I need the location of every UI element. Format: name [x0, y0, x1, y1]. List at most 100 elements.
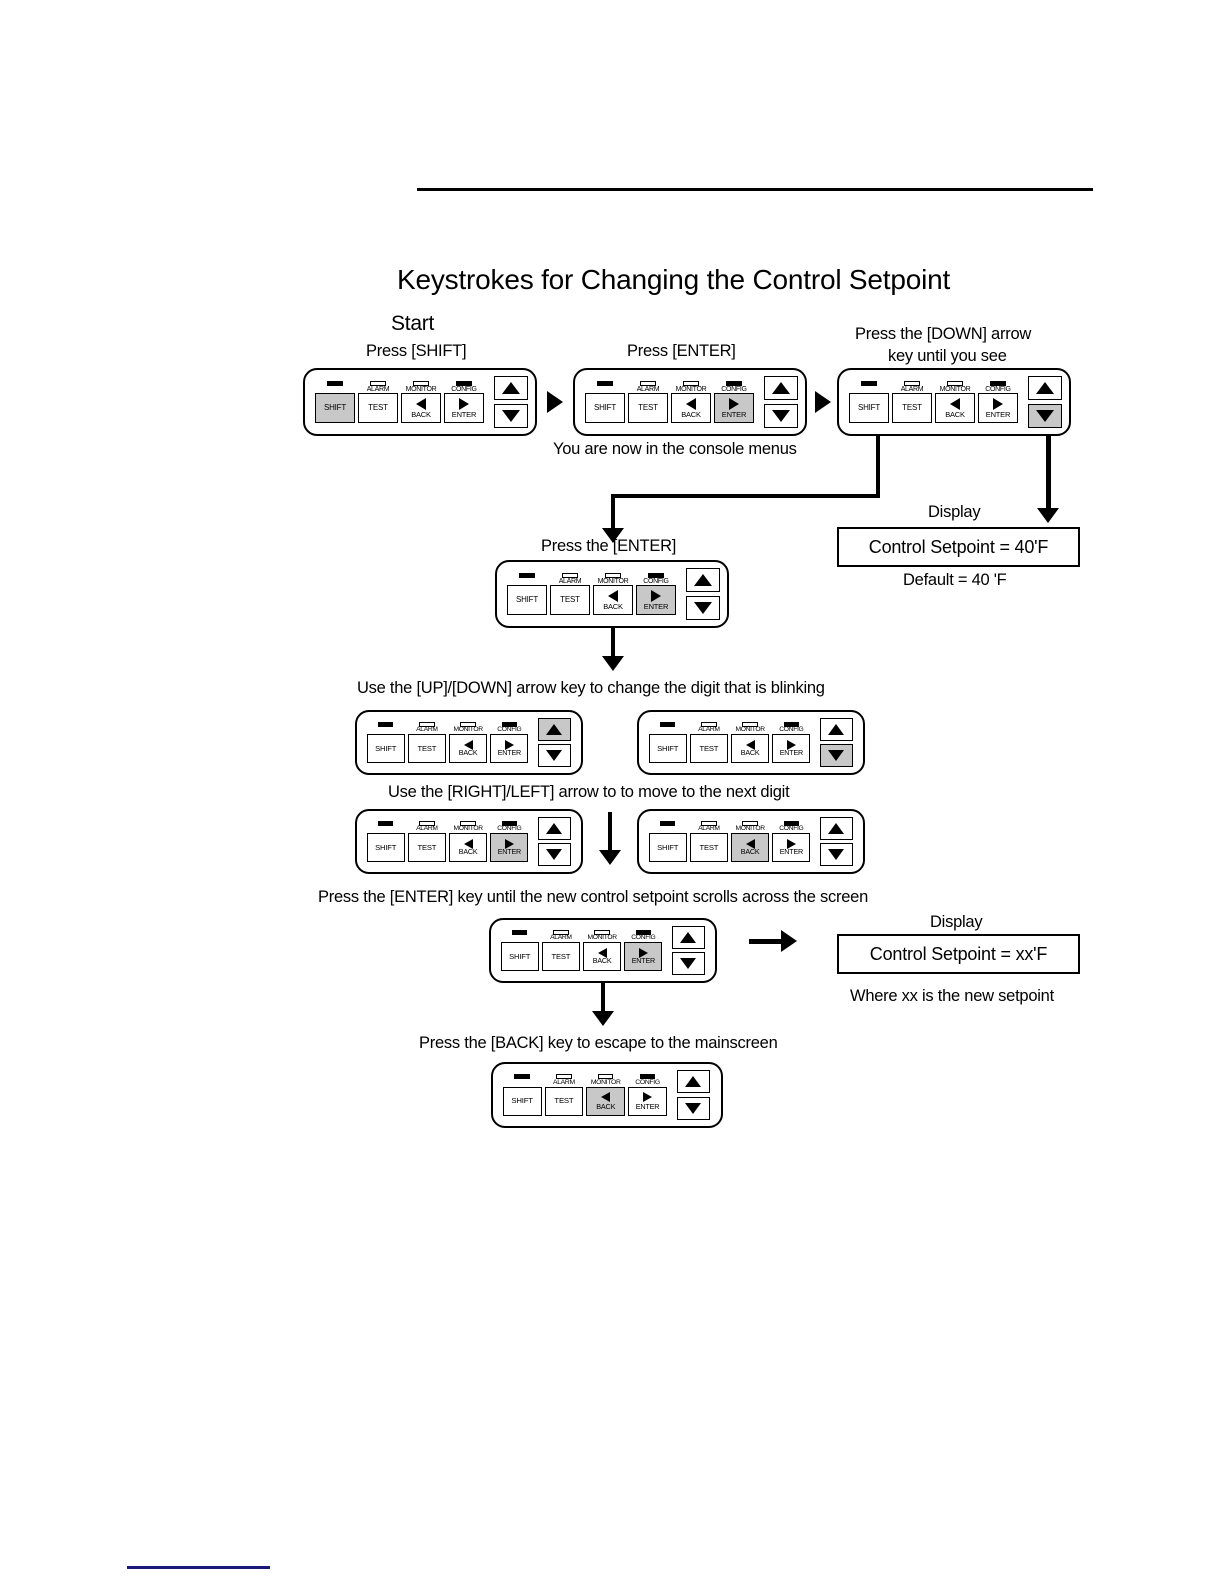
- right-triangle-icon: [643, 1092, 653, 1103]
- key-sublabel: BACK: [596, 1101, 616, 1111]
- key-arrow-down[interactable]: [686, 596, 720, 620]
- key-back[interactable]: BACK: [583, 942, 622, 971]
- key-test[interactable]: TEST: [628, 393, 668, 424]
- led-indicator-power: [660, 821, 676, 826]
- key-shift[interactable]: SHIFT: [315, 393, 355, 424]
- key-shift[interactable]: SHIFT: [366, 734, 405, 763]
- key-test[interactable]: TEST: [544, 1086, 584, 1116]
- key-arrow-down[interactable]: [494, 404, 528, 428]
- key-shift[interactable]: SHIFT: [507, 585, 547, 616]
- key-test[interactable]: TEST: [407, 734, 447, 763]
- key-enter[interactable]: ENTER: [636, 585, 676, 616]
- key-arrow-up[interactable]: [1028, 376, 1062, 400]
- key-arrow-down[interactable]: [538, 843, 571, 867]
- key-arrow-up[interactable]: [820, 816, 853, 840]
- key-back[interactable]: BACK: [593, 585, 633, 616]
- key-shift[interactable]: SHIFT: [585, 393, 625, 424]
- key-test[interactable]: TEST: [689, 833, 729, 862]
- led-indicator-monitor: [947, 380, 963, 386]
- led-indicator-config: [639, 1074, 656, 1080]
- keypad-back[interactable]: XSHIFTALARMTESTMONITORBACKCONFIGENTER: [491, 1062, 723, 1128]
- key-arrow-down[interactable]: [676, 1096, 710, 1121]
- key-shift[interactable]: SHIFT: [502, 1086, 542, 1116]
- keypad-right[interactable]: XSHIFTALARMTESTMONITORBACKCONFIGENTER: [355, 809, 583, 874]
- keypad-arrow-group: [764, 376, 798, 428]
- right-triangle-icon: [729, 398, 739, 411]
- header-rule: [417, 188, 1093, 191]
- keypad-shift[interactable]: XSHIFTALARMTESTMONITORBACKCONFIGENTER: [303, 368, 537, 436]
- key-shift[interactable]: SHIFT: [648, 734, 687, 763]
- keypad-cell: XSHIFT: [366, 821, 405, 862]
- key-test[interactable]: TEST: [689, 734, 729, 763]
- key-enter[interactable]: ENTER: [490, 833, 529, 862]
- key-arrow-down[interactable]: [538, 744, 571, 768]
- key-enter[interactable]: ENTER: [978, 393, 1018, 424]
- key-test[interactable]: TEST: [892, 393, 932, 424]
- keypad-down-2[interactable]: XSHIFTALARMTESTMONITORBACKCONFIGENTER: [637, 710, 865, 775]
- key-arrow-down[interactable]: [820, 744, 853, 768]
- led-label: ALARM: [558, 578, 582, 586]
- keypad-left[interactable]: XSHIFTALARMTESTMONITORBACKCONFIGENTER: [637, 809, 865, 874]
- key-arrow-up[interactable]: [764, 376, 798, 400]
- key-shift[interactable]: SHIFT: [648, 833, 687, 862]
- key-arrow-down[interactable]: [764, 404, 798, 428]
- keypad-arrow-group: [672, 925, 705, 976]
- key-arrow-up[interactable]: [494, 376, 528, 400]
- keypad-inner: XSHIFTALARMTESTMONITORBACKCONFIGENTER: [639, 811, 863, 872]
- key-test[interactable]: TEST: [541, 942, 581, 971]
- key-enter[interactable]: ENTER: [490, 734, 529, 763]
- key-arrow-down[interactable]: [820, 843, 853, 867]
- key-arrow-down[interactable]: [1028, 404, 1062, 428]
- key-back[interactable]: BACK: [731, 734, 770, 763]
- led-indicator-alarm: [562, 572, 578, 578]
- keypad-enter-2[interactable]: XSHIFTALARMTESTMONITORBACKCONFIGENTER: [495, 560, 729, 628]
- key-arrow-up[interactable]: [686, 568, 720, 592]
- key-arrow-up[interactable]: [538, 717, 571, 741]
- key-arrow-down[interactable]: [672, 952, 705, 976]
- led-indicator-power: [327, 380, 343, 386]
- key-back[interactable]: BACK: [731, 833, 770, 862]
- key-test[interactable]: TEST: [358, 393, 398, 424]
- key-back[interactable]: BACK: [935, 393, 975, 424]
- key-label: SHIFT: [593, 403, 617, 413]
- key-back[interactable]: BACK: [671, 393, 711, 424]
- key-back[interactable]: BACK: [401, 393, 441, 424]
- key-shift[interactable]: SHIFT: [849, 393, 889, 424]
- key-enter[interactable]: ENTER: [628, 1086, 667, 1116]
- key-enter[interactable]: ENTER: [772, 734, 811, 763]
- key-test[interactable]: TEST: [550, 585, 590, 616]
- key-arrow-up[interactable]: [538, 816, 571, 840]
- down-triangle-icon: [1036, 410, 1054, 422]
- key-arrow-up[interactable]: [820, 717, 853, 741]
- key-enter[interactable]: ENTER: [624, 942, 663, 971]
- key-shift[interactable]: SHIFT: [500, 942, 539, 971]
- key-arrow-up[interactable]: [676, 1069, 710, 1094]
- key-label: TEST: [699, 842, 719, 852]
- key-enter[interactable]: ENTER: [444, 393, 484, 424]
- keypad-down-1[interactable]: XSHIFTALARMTESTMONITORBACKCONFIGENTER: [837, 368, 1071, 436]
- key-sublabel: BACK: [592, 957, 612, 966]
- left-triangle-icon: [601, 1092, 611, 1103]
- key-arrow-up[interactable]: [672, 925, 705, 949]
- key-enter[interactable]: ENTER: [714, 393, 754, 424]
- key-back[interactable]: BACK: [586, 1086, 626, 1116]
- keypad-up[interactable]: XSHIFTALARMTESTMONITORBACKCONFIGENTER: [355, 710, 583, 775]
- keypad-enter-1[interactable]: XSHIFTALARMTESTMONITORBACKCONFIGENTER: [573, 368, 807, 436]
- key-enter[interactable]: ENTER: [772, 833, 811, 862]
- key-shift[interactable]: SHIFT: [366, 833, 405, 862]
- keypad-arrow-group: [676, 1069, 710, 1121]
- key-test[interactable]: TEST: [407, 833, 447, 862]
- keypad-enter-3[interactable]: XSHIFTALARMTESTMONITORBACKCONFIGENTER: [489, 918, 717, 983]
- connector-elbow-v1: [876, 436, 880, 498]
- left-triangle-icon: [608, 590, 618, 603]
- keypad-cell: XSHIFT: [585, 380, 625, 424]
- led-label: CONFIG: [635, 1078, 660, 1086]
- key-back[interactable]: BACK: [449, 734, 488, 763]
- key-back[interactable]: BACK: [449, 833, 488, 862]
- led-label: MONITOR: [453, 726, 483, 734]
- key-label: SHIFT: [375, 743, 397, 753]
